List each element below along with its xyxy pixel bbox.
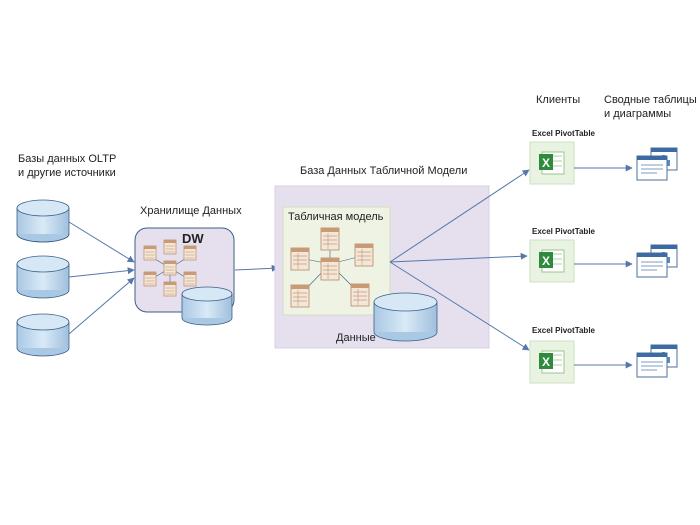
- arrow-tabular-client1: [389, 169, 530, 263]
- arrow-oltp3-dw: [68, 277, 135, 335]
- oltp-database-3: [16, 313, 70, 357]
- oltp-database-2: [16, 255, 70, 299]
- excel-pivottable-label-2: Excel PivotTable: [532, 227, 595, 236]
- tabular-data-database: [373, 292, 438, 342]
- arrow-tabular-client2: [389, 252, 528, 263]
- data-label: Данные: [336, 332, 376, 344]
- excel-pivottable-label-3: Excel PivotTable: [532, 326, 595, 335]
- tabular-model-tables: [290, 227, 374, 308]
- arrow-oltp2-dw: [68, 267, 135, 278]
- dw-database: [181, 286, 233, 326]
- tabular-model-label: Табличная модель: [288, 211, 384, 223]
- pivot-chart-icon-3: [636, 344, 678, 378]
- excel-pivottable-label-1: Excel PivotTable: [532, 129, 595, 138]
- excel-icon-1: [529, 141, 575, 185]
- dw-label: DW: [182, 231, 204, 246]
- oltp-label: Базы данных OLTP и другие источники: [18, 153, 117, 179]
- arrow-tabular-client3: [389, 261, 530, 351]
- clients-label: Клиенты: [536, 94, 581, 106]
- tabular-db-label: База Данных Табличной Модели: [300, 165, 468, 177]
- arrow-oltp1-dw: [68, 221, 135, 263]
- pivot-chart-icon-1: [636, 147, 678, 181]
- excel-icon-3: [529, 340, 575, 384]
- warehouse-label: Хранилище Данных: [140, 205, 242, 217]
- arrow-dw-tabular: [234, 264, 279, 272]
- pivot-charts-label: Сводные таблицы и диаграммы: [604, 94, 697, 120]
- oltp-database-1: [16, 199, 70, 243]
- pivot-chart-icon-2: [636, 244, 678, 278]
- dw-tables: [143, 239, 197, 297]
- excel-icon-2: [529, 239, 575, 283]
